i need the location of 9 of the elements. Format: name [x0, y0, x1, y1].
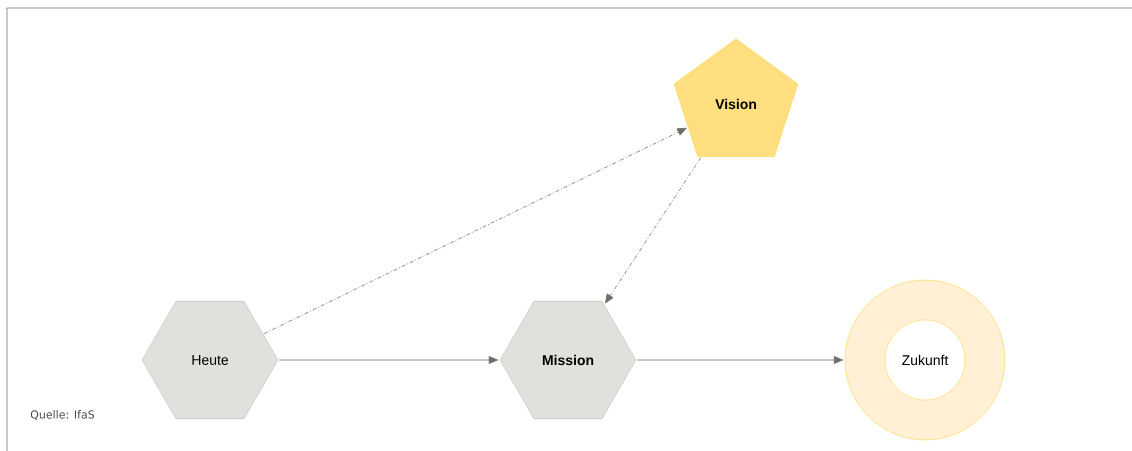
pentagon-node: Vision — [674, 38, 799, 157]
source-note: Quelle: IfaS — [30, 410, 95, 420]
arrow — [278, 356, 499, 364]
arrow — [263, 127, 687, 335]
hexagon-node: Heute — [141, 300, 279, 420]
arrow — [605, 157, 702, 304]
hexagon-node: Mission — [499, 300, 637, 420]
arrow — [636, 356, 844, 364]
ring-node: Zukunft — [844, 279, 1006, 441]
